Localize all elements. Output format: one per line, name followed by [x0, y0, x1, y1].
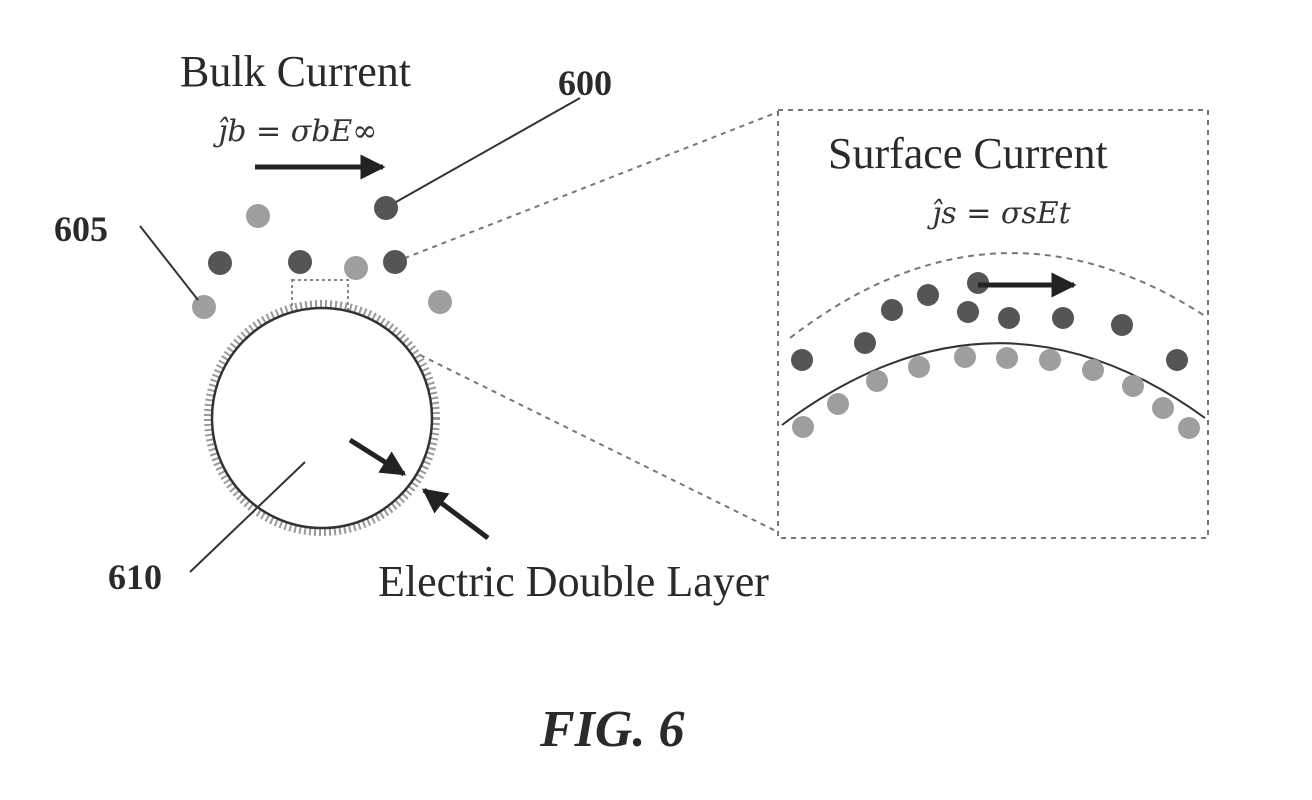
inset-surface-arc	[781, 342, 1206, 426]
ref-610: 610	[108, 557, 162, 597]
surface-current-equation: ĵs = σsEt	[932, 196, 1071, 231]
ref-600: 600	[558, 63, 612, 103]
ion-light	[344, 256, 368, 280]
ion-light	[192, 295, 216, 319]
ion-dark	[208, 251, 232, 275]
ion-dark	[383, 250, 407, 274]
inset-dark-ions	[791, 272, 1188, 371]
ref-605: 605	[54, 209, 108, 249]
edl-arrow-inner	[348, 437, 407, 477]
ion-dark	[374, 196, 398, 220]
surface-current-title: Surface Current	[828, 129, 1108, 178]
leader-600	[395, 97, 581, 203]
figure-caption: FIG. 6	[540, 701, 685, 758]
zoom-line-top	[394, 111, 779, 263]
particle-610	[204, 300, 440, 536]
ion-dark	[246, 204, 270, 228]
edl-arrow-outer	[422, 488, 490, 540]
ion-dark	[288, 250, 312, 274]
leader-605	[139, 225, 199, 301]
inset-box	[777, 109, 1209, 539]
bulk-current-equation: ĵb = σbE∞	[218, 114, 378, 149]
edl-label: Electric Double Layer	[378, 557, 769, 606]
bulk-current-title: Bulk Current	[180, 47, 411, 96]
zoom-line-bottom	[419, 354, 779, 533]
inset-dashed-arc	[789, 252, 1206, 339]
bulk-ions	[192, 196, 452, 319]
inset-light-ions	[792, 346, 1200, 439]
leader-610	[189, 461, 306, 573]
ion-light	[428, 290, 452, 314]
